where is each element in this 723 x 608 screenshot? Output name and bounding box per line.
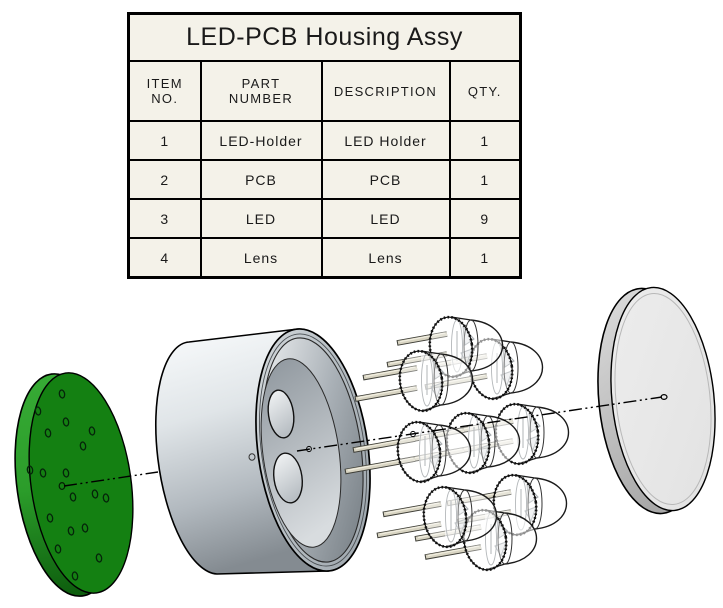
bom-col-desc: DESCRIPTION	[320, 60, 451, 122]
housing-center-mark	[248, 453, 256, 461]
table-row: 3 LED LED 9	[127, 198, 522, 239]
pcb-lead-holes	[26, 389, 110, 581]
lens-part	[597, 286, 716, 515]
bom-col-item: ITEM NO.	[127, 60, 202, 122]
bom-cell: Lens	[320, 237, 451, 279]
lens-center-mark	[660, 394, 668, 401]
table-row: 1 LED-Holder LED Holder 1	[127, 120, 522, 161]
bom-table: LED-PCB Housing Assy ITEM NO. PART NUMBE…	[127, 12, 522, 279]
centerline-right	[296, 394, 668, 453]
bom-cell: 3	[127, 198, 202, 239]
table-row: 2 PCB PCB 1	[127, 159, 522, 200]
led-holder-part	[155, 328, 371, 575]
bom-title: LED-PCB Housing Assy	[127, 12, 522, 62]
bom-col-part: PART NUMBER	[199, 60, 323, 122]
bom-cell: 1	[448, 237, 522, 279]
bom-cell: LED	[199, 198, 323, 239]
led-cluster-part	[344, 315, 570, 572]
bom-cell: 1	[448, 120, 522, 161]
table-row: 4 Lens Lens 1	[127, 237, 522, 279]
bom-cell: LED	[320, 198, 451, 239]
bom-cell: PCB	[320, 159, 451, 200]
led-part	[344, 420, 472, 484]
bom-cell: 4	[127, 237, 202, 279]
led-part	[376, 485, 498, 549]
bom-col-qty: QTY.	[448, 60, 522, 122]
bom-cell: 9	[448, 198, 522, 239]
housing-hole-upper	[267, 389, 295, 439]
bom-cell: LED Holder	[320, 120, 451, 161]
bom-cell: 2	[127, 159, 202, 200]
housing-hole-lower	[273, 452, 303, 504]
bom-cell: LED-Holder	[199, 120, 323, 161]
led-part	[354, 349, 474, 413]
bom-cell: Lens	[199, 237, 323, 279]
bom-cell: PCB	[199, 159, 323, 200]
bom-cell: 1	[448, 159, 522, 200]
bom-cell: 1	[127, 120, 202, 161]
